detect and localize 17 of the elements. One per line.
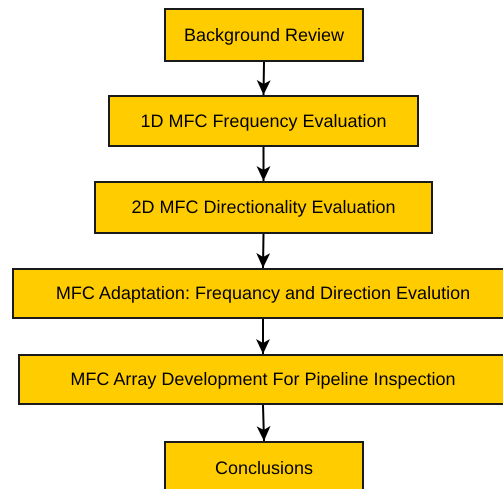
- process-box: [108, 95, 419, 147]
- step-label: Conclusions: [214, 456, 314, 480]
- step-label: Background Review: [184, 24, 344, 46]
- process-box: [164, 441, 364, 489]
- arrow: [256, 62, 271, 96]
- process-box: [18, 354, 503, 405]
- process-box: [164, 8, 364, 62]
- step-label: 2D MFC Directionality Evaluation: [131, 196, 396, 219]
- process-box: [12, 268, 503, 319]
- step-label: MFC Adaptation: Frequancy and Direction Evalution: [56, 282, 470, 305]
- arrow: [256, 319, 270, 354]
- arrow: [256, 234, 270, 268]
- process-box: [94, 181, 433, 234]
- arrow: [256, 404, 271, 442]
- step-label: MFC Array Development For Pipeline Inspection: [70, 368, 456, 391]
- step-label: 1D MFC Frequency Evaluation: [140, 110, 387, 132]
- arrow: [256, 147, 270, 181]
